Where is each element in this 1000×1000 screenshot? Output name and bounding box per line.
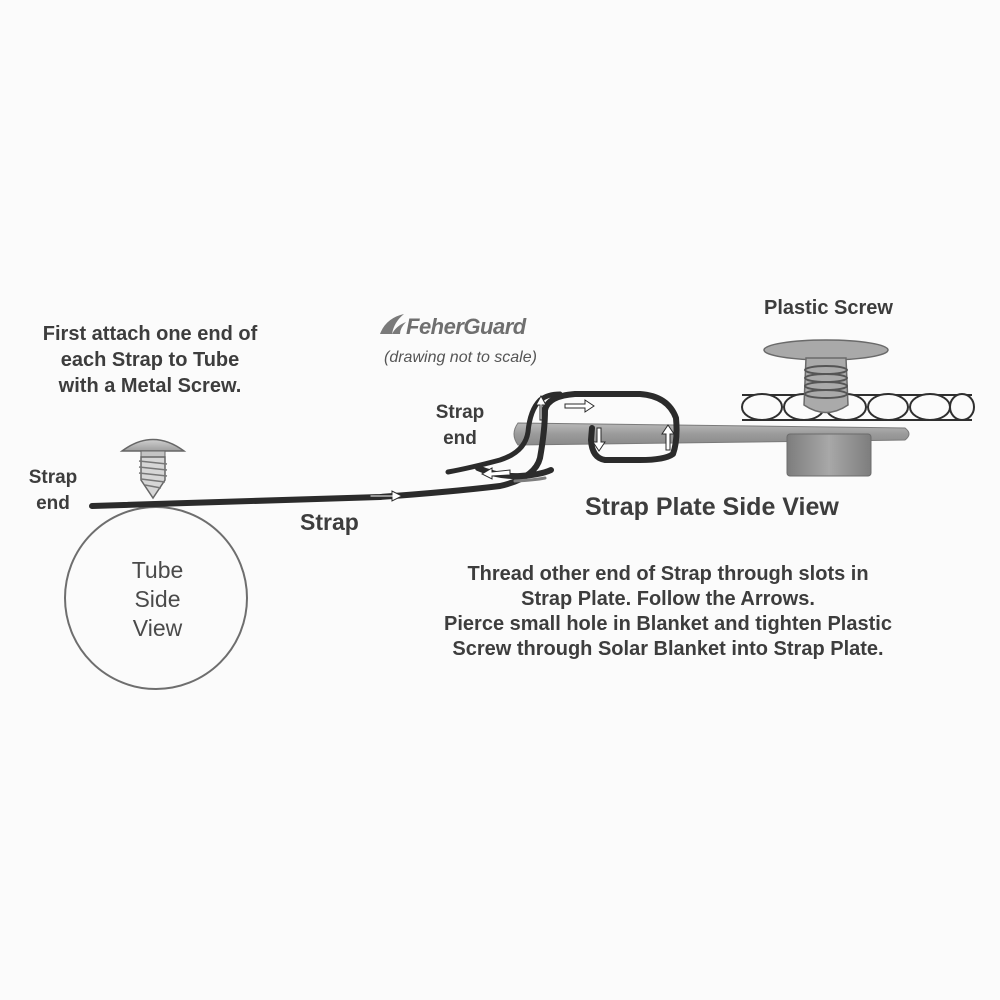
instruction-attach-strap: First attach one end of each Strap to Tu… — [42, 323, 258, 397]
plastic-screw-label: Plastic Screw — [764, 297, 893, 319]
metal-screw-icon — [119, 438, 187, 500]
brand-name: FeherGuard — [406, 314, 526, 339]
instruction-thread-strap: Thread other end of Strap through slots … — [444, 563, 892, 660]
plastic-screw-icon — [763, 339, 889, 414]
strap-plate — [513, 422, 910, 477]
tube-side-view-label: Tube Side View — [131, 557, 184, 641]
strap-plate-title: Strap Plate Side View — [585, 493, 839, 521]
brand-logo: FeherGuard — [376, 310, 526, 344]
direction-arrow-icon — [369, 394, 675, 502]
swoosh-logo-icon — [380, 314, 406, 334]
solar-blanket — [741, 393, 975, 421]
strap-label: Strap — [300, 509, 359, 535]
scale-note: (drawing not to scale) — [384, 349, 537, 366]
strap-end-label-left: Strap end — [28, 467, 78, 514]
strap-end-label-middle: Strap end — [435, 402, 485, 449]
